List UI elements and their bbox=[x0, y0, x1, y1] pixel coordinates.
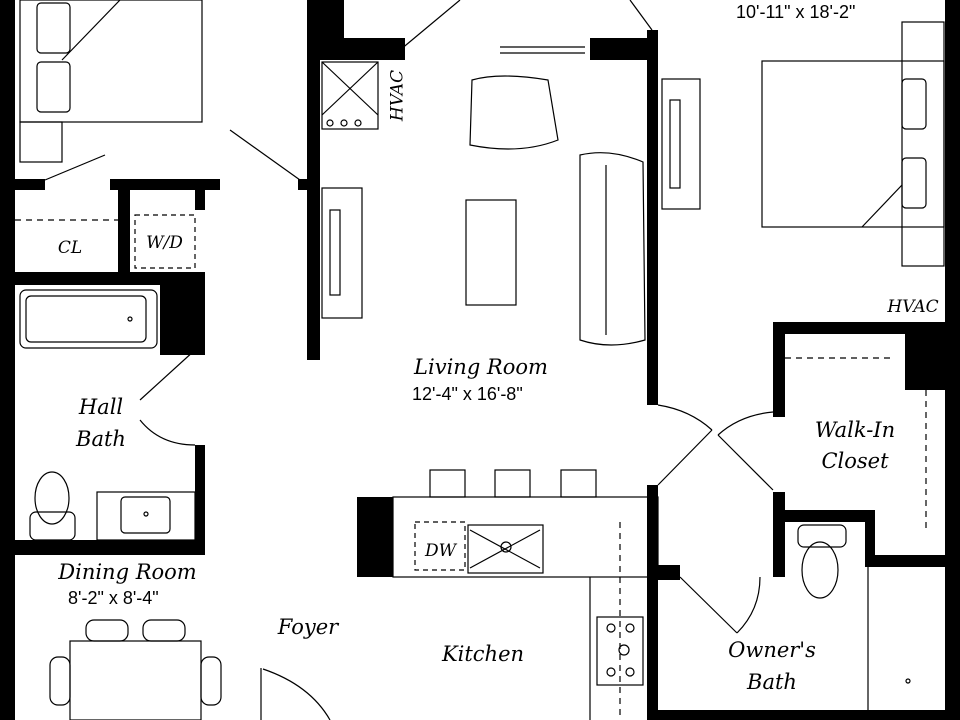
owners-bath-label-line2: Bath bbox=[747, 670, 797, 694]
washer-dryer-label: W/D bbox=[146, 233, 183, 253]
stove bbox=[596, 616, 644, 686]
kitchen-label: Kitchen bbox=[441, 642, 525, 666]
hvac-left-label: HVAC bbox=[387, 69, 408, 122]
owner-bedroom-dimensions: 10'-11" x 18'-2" bbox=[736, 2, 856, 22]
hvac-right-label: HVAC bbox=[887, 297, 939, 317]
hall-bath-label-line1: Hall bbox=[78, 395, 124, 419]
living-room-dimensions: 12'-4" x 16'-8" bbox=[412, 384, 523, 404]
furniture-outlines bbox=[15, 0, 945, 720]
bed-left bbox=[19, 0, 203, 123]
hall-bath-label-line2: Bath bbox=[76, 427, 126, 451]
dining-room-label: Dining Room bbox=[58, 560, 197, 584]
walk-in-closet-label-line2: Closet bbox=[821, 449, 889, 473]
dining-table bbox=[69, 640, 202, 720]
owners-bath-label-line1: Owner's bbox=[728, 638, 816, 662]
bed-right bbox=[761, 60, 945, 228]
sofa bbox=[579, 152, 646, 346]
foyer-label: Foyer bbox=[277, 615, 339, 639]
dining-room-dimensions: 8'-2" x 8'-4" bbox=[68, 588, 159, 608]
walk-in-closet-label-line1: Walk-In bbox=[814, 418, 896, 442]
closet-label: CL bbox=[57, 238, 83, 258]
living-room-label: Living Room bbox=[414, 355, 548, 379]
dishwasher-label: DW bbox=[424, 541, 457, 561]
armchair bbox=[469, 75, 559, 150]
